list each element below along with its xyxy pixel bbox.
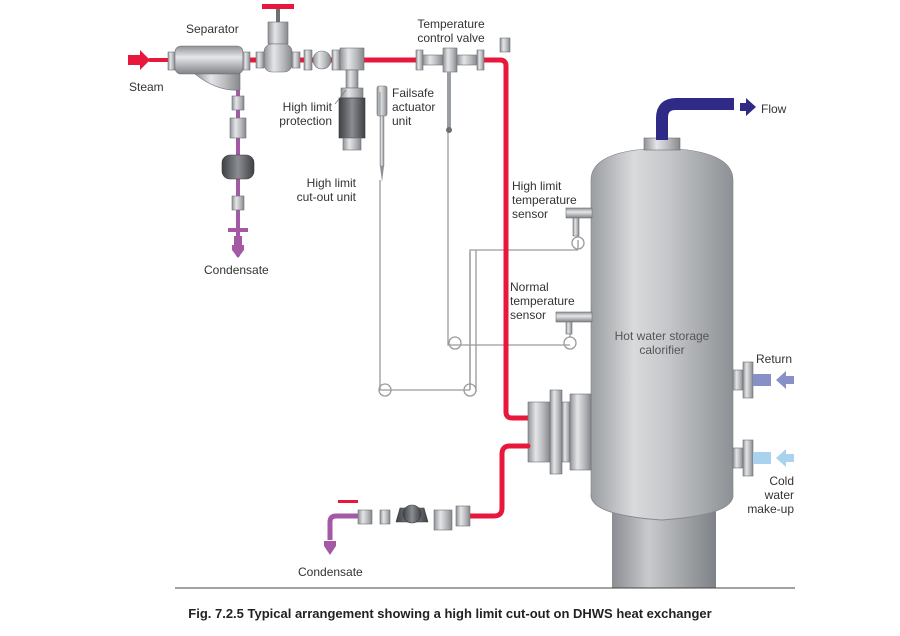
leader-lines (334, 89, 381, 116)
steam-label: Steam (129, 80, 164, 94)
normal-sensor-icon (555, 311, 593, 335)
figure-caption: Fig. 7.2.5 Typical arrangement showing a… (188, 606, 712, 621)
flow-arrow-icon (740, 98, 756, 116)
calorifier-vessel (590, 137, 734, 588)
capillary-tubes (378, 90, 585, 397)
air-vent-icon (499, 37, 511, 53)
high-limit-cutout-label: High limit cut-out unit (296, 176, 356, 204)
high-limit-sensor-label: High limit temperature sensor (512, 179, 577, 221)
normal-sensor-label: Normal temperature sensor (510, 280, 575, 322)
cold-water-inlet (732, 439, 794, 477)
bottom-condensate-line (467, 443, 531, 519)
separator-label: Separator (186, 22, 239, 36)
high-limit-cutout-icon (338, 69, 366, 151)
temp-control-valve-label: Temperature control valve (417, 17, 485, 45)
return-label: Return (756, 352, 793, 366)
condensate-top-label: Condensate (204, 263, 269, 277)
flow-label: Flow (761, 102, 787, 116)
steam-fittings-icon (303, 47, 365, 71)
condensate-bottom-arrow-icon (324, 541, 336, 555)
return-inlet (732, 361, 794, 399)
stop-valve-icon (255, 4, 301, 73)
bottom-condensate-purple (327, 513, 358, 540)
condensate-top-arrow-icon (232, 245, 244, 258)
high-limit-protection-label: High limit protection (279, 100, 332, 128)
separator-icon (167, 45, 251, 91)
condensate-bottom-label: Condensate (298, 565, 363, 579)
calorifier-label: Hot water storage calorifier (614, 329, 710, 357)
condensate-top-drain (221, 95, 255, 258)
high-limit-sensor-icon (565, 207, 593, 237)
failsafe-actuator-icon (376, 85, 388, 182)
steam-arrow-icon (128, 50, 150, 70)
failsafe-actuator-label: Failsafe actuator unit (392, 86, 436, 128)
return-arrow-icon (776, 371, 794, 389)
flow-pipe (656, 98, 756, 140)
heat-exchanger-flange (527, 389, 592, 475)
cold-water-label: Cold water make-up (747, 474, 794, 516)
cold-water-arrow-icon (776, 449, 794, 467)
temperature-control-valve-icon (415, 47, 485, 133)
